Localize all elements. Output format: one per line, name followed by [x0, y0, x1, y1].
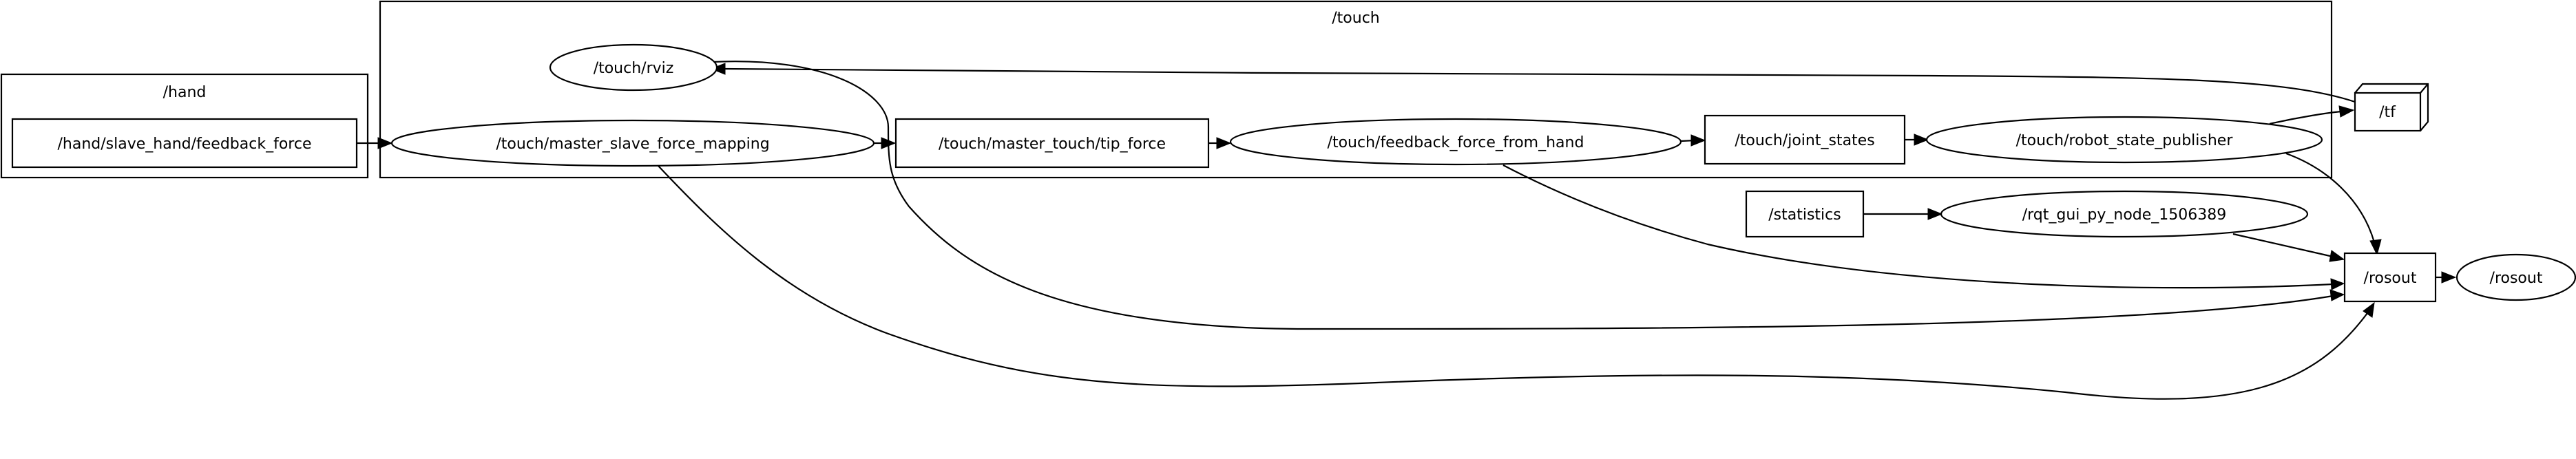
topic-box: [2343, 252, 2437, 303]
node-rqt-gui[interactable]: /rqt_gui_py_node_1506389: [1940, 190, 2309, 238]
node-ellipse: [549, 43, 718, 92]
node-statistics[interactable]: /statistics: [1745, 190, 1865, 238]
node-feedback-from-hand[interactable]: /touch/feedback_force_from_hand: [1229, 118, 1682, 166]
node-label: /touch/master_touch/tip_force: [939, 136, 1166, 153]
arrowhead: [1690, 134, 1706, 147]
node-label: /rosout: [2364, 270, 2417, 287]
edge-rsp-to-rosout: [2285, 152, 2376, 243]
arrowhead: [2363, 301, 2375, 318]
arrowhead: [2330, 278, 2345, 290]
edge-mapping-to-rosout: [657, 164, 2368, 400]
arrowhead: [377, 137, 393, 149]
node-ellipse: [1229, 118, 1682, 166]
topic-box: [894, 118, 1210, 169]
arrowhead: [2329, 289, 2345, 301]
arrowhead: [2329, 250, 2345, 262]
cluster-hand-label: /hand: [163, 84, 207, 101]
topic-box: [2354, 92, 2422, 132]
node-touch-rviz[interactable]: /touch/rviz: [549, 43, 718, 92]
node-label: /rosout: [2490, 270, 2543, 287]
node-label: /touch/feedback_force_from_hand: [1328, 134, 1584, 151]
cluster-hand: [0, 73, 369, 179]
node-label: /touch/rviz: [594, 60, 674, 77]
edge-rqt-to-rosout: [2232, 233, 2334, 258]
arrowhead: [710, 63, 726, 75]
topic-box: [1745, 190, 1865, 238]
node-label: /hand/slave_hand/feedback_force: [58, 136, 312, 153]
edge-rviz-to-rosout: [712, 61, 2334, 330]
node-robot-state-publisher[interactable]: /touch/robot_state_publisher: [1925, 116, 2323, 164]
node-hand-feedback[interactable]: /hand/slave_hand/feedback_force: [11, 118, 358, 169]
cluster-touch: [379, 0, 2333, 179]
arrowhead: [1927, 208, 1943, 220]
node-label: /rqt_gui_py_node_1506389: [2022, 206, 2227, 224]
node-rosout-topic[interactable]: /rosout: [2343, 252, 2437, 303]
edge-feedback-to-rosout: [1502, 164, 2334, 289]
node-rosout[interactable]: /rosout: [2455, 253, 2576, 301]
box-3d-edge: [2420, 83, 2429, 94]
arrowhead: [1216, 137, 1232, 149]
edge-tf-to-rviz: [724, 67, 2356, 103]
edge-rsp-to-tf: [2269, 110, 2342, 125]
node-ellipse: [1925, 116, 2323, 164]
topic-box: [11, 118, 358, 169]
node-ellipse: [1940, 190, 2309, 238]
arrowhead: [1914, 134, 1929, 146]
node-joint-states[interactable]: /touch/joint_states: [1704, 114, 1906, 165]
node-tip-force[interactable]: /touch/master_touch/tip_force: [894, 118, 1210, 169]
cluster-touch-label: /touch: [1332, 10, 1379, 27]
topic-box: [1704, 114, 1906, 165]
node-label: /touch/master_slave_force_mapping: [496, 136, 769, 153]
arrowhead: [2338, 105, 2355, 118]
node-label: /touch/robot_state_publisher: [2016, 132, 2234, 149]
node-label: /statistics: [1768, 206, 1841, 224]
node-tf[interactable]: /tf: [2354, 83, 2429, 132]
node-label: /tf: [2379, 104, 2396, 121]
node-ellipse: [390, 119, 875, 167]
arrowhead: [2369, 239, 2382, 256]
arrowhead: [2441, 271, 2457, 284]
node-master-slave-mapping[interactable]: /touch/master_slave_force_mapping: [390, 119, 875, 167]
node-ellipse: [2455, 253, 2576, 301]
edges: [357, 61, 2457, 400]
node-label: /touch/joint_states: [1735, 132, 1874, 149]
